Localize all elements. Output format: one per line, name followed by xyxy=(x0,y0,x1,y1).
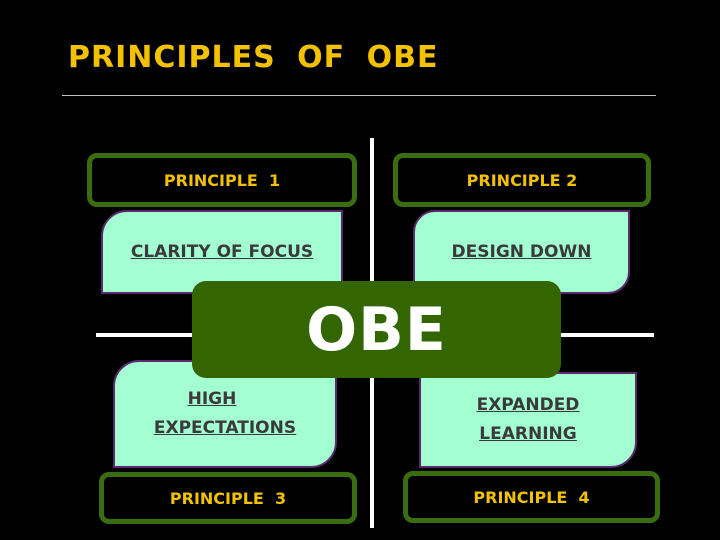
principle-4-label: PRINCIPLE 4 xyxy=(473,487,590,507)
title-divider xyxy=(62,95,656,96)
principle-4-label-box: PRINCIPLE 4 xyxy=(403,471,660,523)
principle-1-concept-line-1: CLARITY OF FOCUS xyxy=(130,241,314,262)
principle-3-card: HIGH EXPECTATIONS xyxy=(113,360,337,468)
principle-2-card: DESIGN DOWN xyxy=(413,210,630,294)
principle-2-label: PRINCIPLE 2 xyxy=(466,170,578,190)
principle-1-label: PRINCIPLE 1 xyxy=(163,170,281,190)
principle-4-concept-line-1: EXPANDED xyxy=(476,395,580,415)
principle-4-card: EXPANDED LEARNING xyxy=(419,372,637,468)
slide-title: PRINCIPLES OF OBE xyxy=(68,40,439,75)
principle-2-label-box: PRINCIPLE 2 xyxy=(393,153,651,207)
center-obe-label: OBE xyxy=(306,294,447,365)
principle-3-concept-line-2: EXPECTATIONS xyxy=(153,418,297,438)
center-obe-box: OBE xyxy=(192,281,561,378)
principle-1-label-box: PRINCIPLE 1 xyxy=(87,153,357,207)
principle-4-concept-line-2: LEARNING xyxy=(479,424,577,444)
principle-3-label: PRINCIPLE 3 xyxy=(169,488,287,508)
principle-3-concept-line-1: HIGH xyxy=(187,389,237,409)
principle-3-label-box: PRINCIPLE 3 xyxy=(99,472,357,524)
principle-2-concept-line-1: DESIGN DOWN xyxy=(451,241,592,262)
